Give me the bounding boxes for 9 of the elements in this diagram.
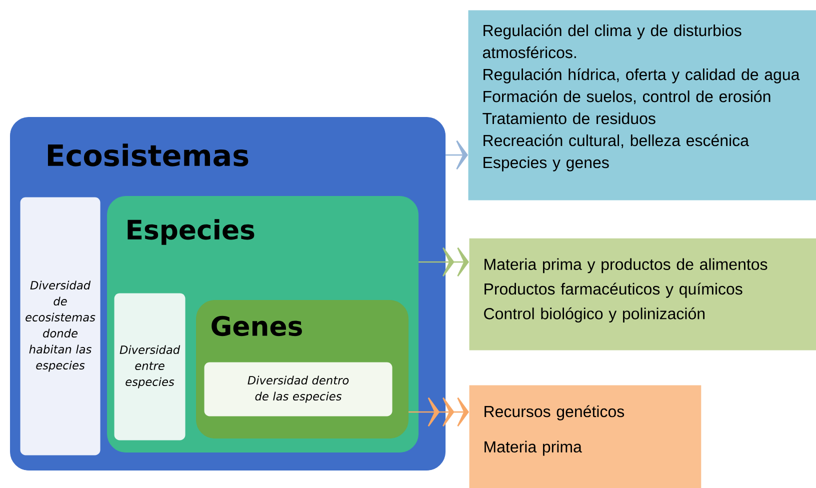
service-box: Recursos genéticos Materia prima bbox=[469, 385, 702, 488]
chevron-arrow bbox=[446, 140, 468, 170]
service-box: Materia prima y productos de alimentos Productos farmacéuticos y químicos Control biológico y polinización bbox=[469, 238, 816, 350]
service-box: Regulación del clima y de disturbios atmosféricos. Regulación hídrica, oferta y calidad de agua Formación de suelos, control de erosión Tratamiento de residuos Recreación cultural, belleza escénica Especies y genes bbox=[468, 10, 816, 200]
chevron-arrow bbox=[418, 247, 469, 277]
description-box: Diversidad dentro de las especies bbox=[204, 362, 392, 416]
description-box: Diversidad de ecosistemas donde habitan las especies bbox=[20, 197, 100, 456]
chevron-arrow bbox=[408, 397, 469, 427]
description-box: Diversidad entre especies bbox=[114, 293, 186, 440]
